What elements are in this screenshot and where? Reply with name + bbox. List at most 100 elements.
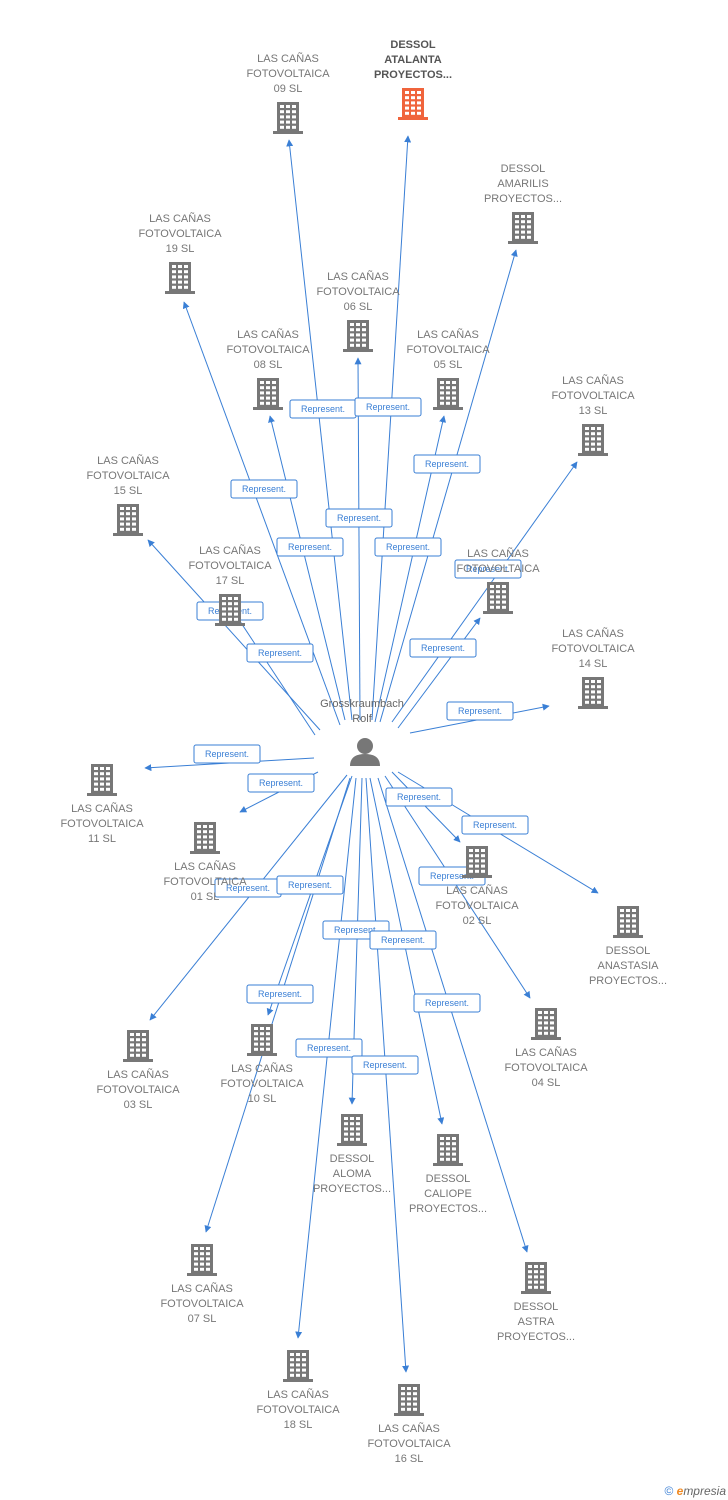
edge-label-n17[interactable]: Represent.	[246, 643, 314, 663]
company-node-aloma[interactable]: DESSOLALOMAPROYECTOS...	[313, 1114, 391, 1195]
edge-n08	[268, 415, 346, 721]
company-name-line: LAS CAÑAS	[467, 547, 529, 560]
company-name-line: 05 SL	[434, 359, 463, 371]
edge-label-text: Represent.	[259, 778, 303, 788]
company-name-line: LAS CAÑAS	[378, 1422, 440, 1435]
edge-label-box	[413, 454, 481, 474]
company-node-anastasia[interactable]: DESSOLANASTASIAPROYECTOS...	[589, 906, 667, 987]
company-node-atalanta[interactable]: DESSOLATALANTAPROYECTOS...	[374, 39, 452, 120]
edge-label-box	[354, 397, 422, 417]
company-node-caliope[interactable]: DESSOLCALIOPEPROYECTOS...	[409, 1134, 487, 1215]
copyright-symbol: ©	[664, 1484, 674, 1498]
edge-label-amarilis[interactable]: Represent.	[413, 454, 481, 474]
edge-label-n10[interactable]: Represent.	[276, 875, 344, 895]
company-name-line: DESSOL	[606, 945, 651, 957]
edge-label-anastasia[interactable]: Represent.	[461, 815, 529, 835]
edge-label-n16[interactable]: Represent.	[351, 1055, 419, 1075]
building-icon	[394, 1384, 424, 1416]
edge-label-text: Represent.	[258, 989, 302, 999]
edge-label-n02[interactable]: Represent.	[385, 787, 453, 807]
center-name-line1: Grosskraumbach	[320, 698, 404, 710]
edge-label-n03[interactable]: Represent.	[214, 878, 282, 898]
company-name-line: LAS CAÑAS	[446, 884, 508, 897]
company-name-line: 02 SL	[463, 915, 492, 927]
edge-label-text: Represent.	[458, 706, 502, 716]
company-name-line: PROYECTOS...	[484, 193, 562, 205]
edge-label-n06[interactable]: Represent.	[325, 508, 393, 528]
edge-label-n13[interactable]: Represent.	[454, 559, 522, 579]
building-icon	[113, 504, 143, 536]
company-name-line: FOTOVOLTAICA	[86, 470, 170, 482]
company-name-line: FOTOVOLTAICA	[60, 818, 144, 830]
edge-amarilis	[379, 249, 518, 723]
edge-label-atalanta[interactable]: Represent.	[354, 397, 422, 417]
edge-label-n14[interactable]: Represent.	[446, 701, 514, 721]
company-name-line: LAS CAÑAS	[199, 544, 261, 557]
building-icon	[343, 320, 373, 352]
edge-label-n09[interactable]: Represent.	[289, 399, 357, 419]
edge-label-box	[247, 773, 315, 793]
edge-label-text: Represent.	[334, 925, 378, 935]
company-name-line: LAS CAÑAS	[327, 270, 389, 283]
edge-label-box	[409, 638, 477, 658]
edge-label-caliope[interactable]: Represent.	[369, 930, 437, 950]
edge-label-box	[385, 787, 453, 807]
building-icon	[273, 102, 303, 134]
company-node-amarilis[interactable]: DESSOLAMARILISPROYECTOS...	[484, 163, 562, 244]
edge-astra	[377, 777, 529, 1253]
edge-label-n18[interactable]: Represent.	[295, 1038, 363, 1058]
edge-label-text: Represent.	[473, 820, 517, 830]
edge-label-n01[interactable]: Represent.	[247, 773, 315, 793]
edge-n16	[365, 777, 410, 1373]
company-name-line: 10 SL	[248, 1093, 277, 1105]
center-name-line2: Rolf	[352, 713, 373, 725]
building-icon	[521, 1262, 551, 1294]
company-name-line: AMARILIS	[497, 178, 548, 190]
company-name-line: 19 SL	[166, 243, 195, 255]
edge-label-text: Represent.	[397, 792, 441, 802]
edge-label-n07[interactable]: Represent.	[246, 984, 314, 1004]
building-icon	[578, 424, 608, 456]
edge-label-n12[interactable]: Represent.	[409, 638, 477, 658]
edge-label-text: Represent.	[425, 459, 469, 469]
edge-label-text: Represent.	[363, 1060, 407, 1070]
company-name-line: 06 SL	[344, 301, 373, 313]
edge-label-n05[interactable]: Represent.	[374, 537, 442, 557]
center-person[interactable]: Grosskraumbach Rolf	[320, 698, 404, 766]
building-icon	[215, 594, 245, 626]
building-icon	[283, 1350, 313, 1382]
edge-label-n11[interactable]: Represent.	[193, 744, 261, 764]
edge-label-text: Represent.	[288, 880, 332, 890]
company-name-line: LAS CAÑAS	[562, 374, 624, 387]
company-node-astra[interactable]: DESSOLASTRAPROYECTOS...	[497, 1262, 575, 1343]
person-icon	[350, 738, 380, 766]
company-name-line: FOTOVOLTAICA	[138, 228, 222, 240]
footer-brand[interactable]: © empresia	[664, 1484, 726, 1498]
edge-label-n19[interactable]: Represent.	[230, 479, 298, 499]
company-name-line: LAS CAÑAS	[231, 1062, 293, 1075]
edge-atalanta	[371, 135, 412, 721]
edge-label-n08[interactable]: Represent.	[276, 537, 344, 557]
edge-label-astra[interactable]: Represent.	[413, 993, 481, 1013]
edge-label-box	[230, 479, 298, 499]
